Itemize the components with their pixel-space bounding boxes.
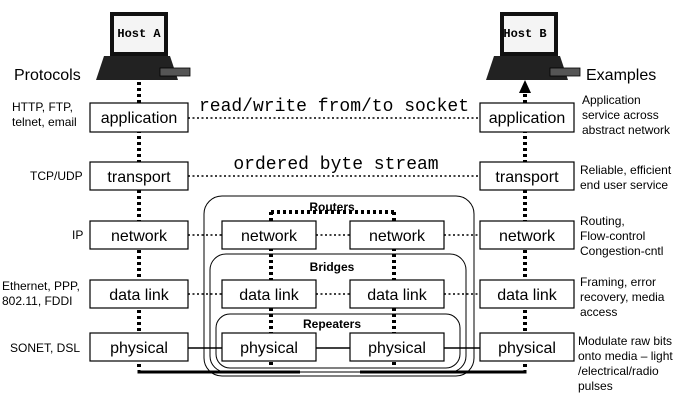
device-2-network-label: network	[369, 228, 426, 245]
desc-data-link-line-3: access	[580, 305, 617, 319]
desc-physical-line-3: /electrical/radio	[578, 364, 659, 378]
device-1-data-link-box	[221, 279, 317, 309]
host-a-application-label: application	[101, 110, 178, 127]
desc-transport-line-1: Reliable, efficient	[580, 163, 672, 177]
host-b-application-label: application	[489, 110, 566, 127]
desc-physical-line-1: Modulate raw bits	[578, 334, 672, 348]
host-a-data-link-label: data link	[109, 287, 170, 304]
protocols-data-link-line-2: 802.11, FDDI	[2, 294, 72, 308]
protocols-application-line-1: HTTP, FTP,	[12, 100, 73, 114]
bridges-label: Bridges	[310, 260, 355, 274]
desc-network-line-3: Congestion-cntl	[580, 244, 663, 258]
physical-medium-line	[137, 370, 527, 374]
protocol-examples: HTTP, FTP, telnet, email TCP/UDP IP Ethe…	[2, 100, 83, 355]
desc-network-line-1: Routing,	[580, 214, 625, 228]
desc-data-link-line-1: Framing, error	[580, 275, 656, 289]
host-a-physical-label: physical	[110, 340, 168, 357]
desc-application-line-2: service across	[582, 108, 659, 122]
desc-application-line-3: abstract network	[582, 123, 671, 137]
protocols-heading: Protocols	[14, 67, 81, 84]
routers-group-frame	[203, 195, 475, 377]
host-a-application-box	[89, 102, 189, 133]
device-1-network-label: network	[241, 228, 298, 245]
device-2-data-link-label: data link	[367, 287, 428, 304]
protocols-physical-line-1: SONET, DSL	[10, 341, 80, 355]
device-1-data-link-label: data link	[239, 287, 300, 304]
device-2-network-box	[349, 220, 445, 250]
host-b-network-label: network	[499, 228, 556, 245]
device-1-physical-label: physical	[240, 340, 298, 357]
desc-application-line-1: Application	[582, 93, 641, 107]
device-2-physical-label: physical	[368, 340, 426, 357]
desc-data-link-line-2: recovery, media	[580, 290, 665, 304]
desc-physical-line-4: pulses	[578, 379, 613, 393]
desc-network-line-2: Flow-control	[580, 229, 645, 243]
intermediate-device-1: network data link physical	[221, 220, 317, 362]
host-b-laptop-icon: Host B	[486, 12, 581, 80]
examples-heading: Examples	[586, 67, 656, 84]
desc-transport-line-2: end user service	[580, 178, 668, 192]
repeaters-group-frame	[215, 313, 461, 369]
arrow-to-host-b-icon	[519, 80, 531, 93]
protocols-data-link-line-1: Ethernet, PPP,	[2, 279, 80, 293]
host-b-data-link-label: data link	[497, 287, 558, 304]
host-a-transport-label: transport	[107, 169, 171, 186]
host-a-laptop-icon: Host A	[96, 12, 191, 80]
host-b-label: Host B	[503, 27, 546, 41]
device-1-network-box	[221, 220, 317, 250]
host-a-stack: application transport network data link …	[89, 102, 189, 362]
host-b-data-link-box	[479, 279, 575, 309]
host-b-stack: application transport network data link …	[479, 102, 575, 362]
application-peer-label: read/write from/to socket	[199, 97, 469, 117]
device-2-data-link-box	[349, 279, 445, 309]
device-2-physical-box	[349, 332, 445, 362]
host-a-transport-box	[89, 161, 189, 191]
transport-peer-label: ordered byte stream	[233, 155, 438, 175]
host-a-physical-box	[89, 332, 189, 362]
intermediate-device-2: network data link physical	[349, 220, 445, 362]
routers-label: Routers	[309, 200, 355, 214]
host-b-transport-label: transport	[495, 169, 559, 186]
host-b-transport-box	[479, 161, 575, 191]
device-1-physical-box	[221, 332, 317, 362]
protocols-application-line-2: telnet, email	[12, 115, 77, 129]
host-b-application-box	[479, 102, 575, 133]
host-b-physical-box	[479, 332, 575, 362]
host-a-label: Host A	[117, 27, 161, 41]
protocols-transport-line-1: TCP/UDP	[30, 169, 83, 183]
peer-dotted-lines	[188, 117, 480, 295]
bridges-group-frame	[209, 253, 467, 373]
host-a-network-box	[89, 220, 189, 250]
host-a-data-link-box	[89, 279, 189, 309]
host-a-network-label: network	[111, 228, 168, 245]
desc-physical-line-2: onto media – light	[578, 349, 673, 363]
protocols-network-line-1: IP	[72, 228, 83, 242]
layer-descriptions: Application service across abstract netw…	[578, 93, 673, 393]
host-b-network-box	[479, 220, 575, 250]
host-b-physical-label: physical	[498, 340, 556, 357]
repeaters-label: Repeaters	[303, 317, 361, 331]
